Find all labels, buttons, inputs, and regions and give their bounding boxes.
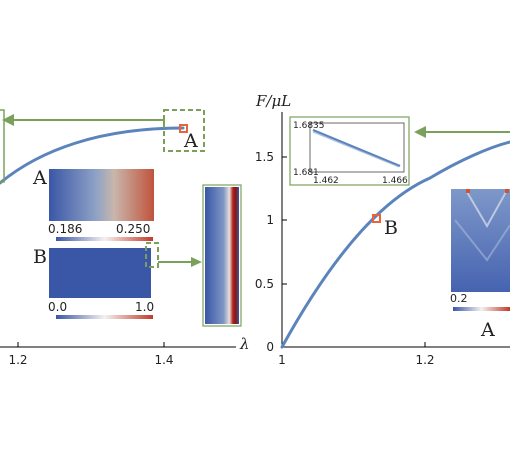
inset-A-field (49, 169, 154, 221)
right-inset-A-colorbar (453, 307, 510, 311)
inset-A-cbar-max: 0.250 (116, 222, 150, 236)
right-inset-A-field (451, 189, 510, 292)
right-y-tick-label-0: 0 (266, 340, 274, 354)
right-y-axis-label: F/μL (255, 92, 291, 110)
left-panel: 1.2 1.4 λ A A 0.186 0.250 B 0.0 1.0 (0, 109, 250, 367)
inset-B-cbar-min: 0.0 (48, 300, 67, 314)
left-x-tick-label-2: 1.4 (154, 353, 173, 367)
right-y-tick-label-3: 1.5 (255, 150, 274, 164)
left-x-tick-label-1: 1.2 (8, 353, 27, 367)
point-A-label: A (183, 130, 198, 152)
inset-A-colorbar (56, 237, 153, 241)
point-A-marker (179, 124, 188, 133)
inset-A-cbar-min: 0.186 (48, 222, 82, 236)
zoom-strip-field (205, 187, 239, 324)
point-B-label: B (384, 217, 398, 239)
point-A-zoom-box (163, 109, 205, 152)
left-x-axis-label: λ (239, 335, 250, 353)
zoom-inset-ytick-bottom: 1.681 (293, 168, 319, 178)
zoom-inset-line (312, 128, 401, 168)
inset-B-zoom-box (145, 242, 159, 268)
right-inset-A-pattern (466, 191, 507, 229)
zoom-inset-axes (309, 122, 405, 173)
zoom-inset-xtick-right: 1.466 (382, 176, 408, 186)
right-inset-A-cbar-min: 0.2 (450, 292, 468, 305)
right-x-tick-label-2: 1.2 (415, 353, 434, 367)
right-inset-A-hotspot-2 (505, 189, 509, 193)
left-green-arrowhead (2, 114, 14, 126)
inset-B-colorbar (56, 315, 153, 319)
inset-B-field (49, 248, 151, 298)
inset-B-zoom-arrowhead (191, 257, 202, 267)
right-inset-A-hotspot-1 (466, 189, 470, 193)
zoom-inset-ytick-top: 1.6835 (293, 121, 325, 131)
zoom-inset-line-2 (312, 131, 400, 168)
point-B-marker (372, 214, 381, 223)
right-inset-A-pattern-2 (454, 219, 510, 262)
right-panel: 1 1.2 0 0.5 1 1.5 F/μL B 1.6835 1.681 1.… (255, 92, 510, 367)
inset-B-cbar-max: 1.0 (135, 300, 154, 314)
right-inset-A-label: A (480, 319, 495, 341)
right-x-tick-label-1: 1 (278, 353, 286, 367)
left-series-line (0, 126, 185, 185)
inset-B-label: B (33, 246, 47, 268)
right-series-line (280, 140, 510, 349)
right-y-tick-label-2: 1 (266, 213, 274, 227)
right-y-tick-label-1: 0.5 (255, 277, 274, 291)
right-green-arrowhead (414, 126, 426, 138)
zoom-strip-frame (202, 184, 242, 327)
zoom-inset-xtick-left: 1.462 (313, 176, 339, 186)
inset-A-label: A (32, 167, 47, 189)
left-edge-bracket (0, 109, 5, 183)
